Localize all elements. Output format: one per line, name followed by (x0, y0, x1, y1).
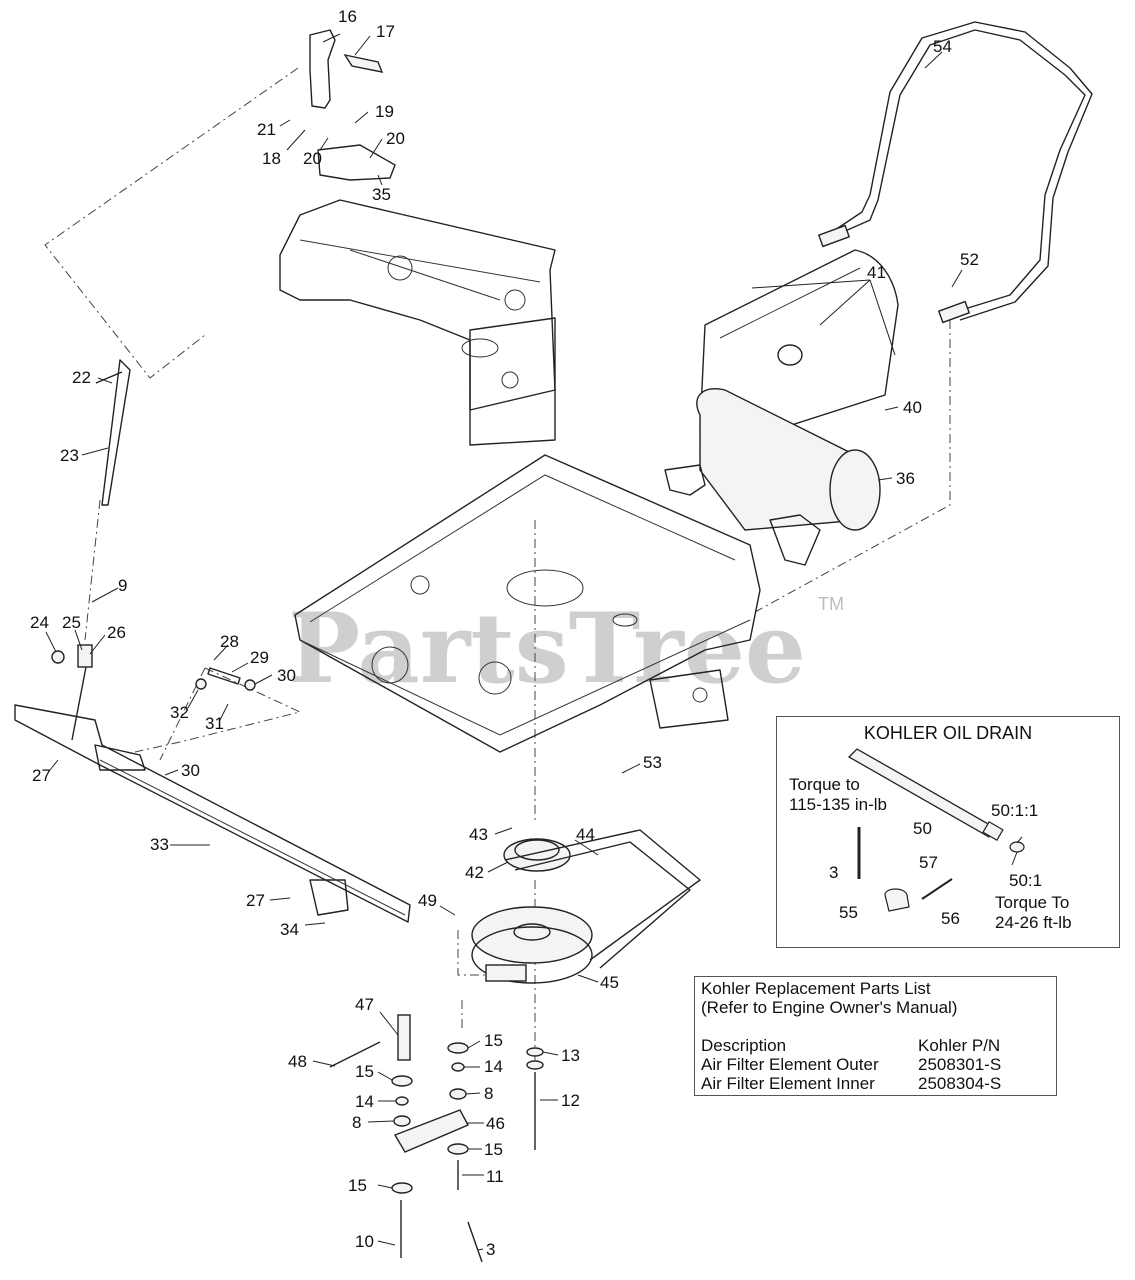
callout-31: 31 (205, 714, 224, 733)
callout-3-inset: 3 (829, 863, 839, 882)
table-row-description: Air Filter Element Inner (701, 1074, 875, 1093)
callout-15: 15 (348, 1176, 367, 1195)
callout-14: 14 (484, 1057, 503, 1076)
callout-34: 34 (280, 920, 299, 939)
watermark-text: PartsTree (288, 592, 806, 705)
callout-35: 35 (372, 185, 391, 204)
torque1-line1: Torque to (789, 775, 860, 794)
callout-33: 33 (150, 835, 169, 854)
callout-22: 22 (72, 368, 91, 387)
torque-note-drain-pipe: Torque to 115-135 in-lb (789, 775, 887, 815)
deck-frame-part (294, 454, 761, 753)
callout-8: 8 (352, 1113, 361, 1132)
callout-23: 23 (60, 446, 79, 465)
watermark-tm: TM (818, 594, 844, 614)
callout-21: 21 (257, 120, 276, 139)
callout-15: 15 (484, 1031, 503, 1050)
callout-13: 13 (561, 1046, 580, 1065)
parts-list-subheading: (Refer to Engine Owner's Manual) (701, 998, 958, 1017)
part-callouts: 16 17 19 21 20 18 20 35 54 41 52 40 36 2… (30, 7, 979, 1259)
callout-28: 28 (220, 632, 239, 651)
callout-47: 47 (355, 995, 374, 1014)
callout-20: 20 (303, 149, 322, 168)
callout-17: 17 (376, 22, 395, 41)
callout-40: 40 (903, 398, 922, 417)
callout-30: 30 (181, 761, 200, 780)
callout-3: 3 (486, 1240, 495, 1259)
callout-24: 24 (30, 613, 49, 632)
callout-20: 20 (386, 129, 405, 148)
callout-49: 49 (418, 891, 437, 910)
oil-drain-inset: KOHLER OIL DRAIN Torque to 115-135 in-lb… (776, 716, 1120, 948)
callout-36: 36 (896, 469, 915, 488)
kohler-parts-list: Kohler Replacement Parts List (Refer to … (694, 976, 1057, 1096)
column-header-part-number: Kohler P/N (918, 1036, 1001, 1055)
muffler-part (664, 249, 899, 566)
callout-55: 55 (839, 903, 858, 922)
callout-46: 46 (486, 1114, 505, 1133)
callout-50-1-1: 50:1:1 (991, 801, 1039, 820)
torque2-line2: 24-26 ft-lb (995, 913, 1072, 932)
table-row-description: Air Filter Element Outer (701, 1055, 879, 1074)
callout-44: 44 (576, 825, 595, 844)
callout-52: 52 (960, 250, 979, 269)
callout-43: 43 (469, 825, 488, 844)
callout-54: 54 (933, 37, 952, 56)
callout-16: 16 (338, 7, 357, 26)
callout-53: 53 (643, 753, 662, 772)
callout-12: 12 (561, 1091, 580, 1110)
control-rod-part (95, 359, 131, 506)
callout-57: 57 (919, 853, 938, 872)
shaft-part (14, 704, 411, 923)
callout-48: 48 (288, 1052, 307, 1071)
torque-note-drain-plug: Torque To 24-26 ft-lb (995, 893, 1072, 933)
torque2-line1: Torque To (995, 893, 1070, 912)
callout-15: 15 (484, 1140, 503, 1159)
torque1-line2: 115-135 in-lb (789, 795, 887, 814)
callout-10: 10 (355, 1232, 374, 1251)
callout-15: 15 (355, 1062, 374, 1081)
callout-45: 45 (600, 973, 619, 992)
callout-27: 27 (246, 891, 265, 910)
callout-30: 30 (277, 666, 296, 685)
callout-14: 14 (355, 1092, 374, 1111)
callout-41: 41 (867, 263, 886, 282)
callout-26: 26 (107, 623, 126, 642)
callout-50-1: 50:1 (1009, 871, 1043, 890)
upper-frame-part (279, 29, 556, 446)
parts-list-heading: Kohler Replacement Parts List (701, 979, 931, 998)
callout-27: 27 (32, 766, 51, 785)
idler-arm-part (329, 1014, 544, 1263)
callout-29: 29 (250, 648, 269, 667)
callout-50: 50 (913, 819, 932, 838)
callout-11: 11 (486, 1167, 504, 1186)
oil-drain-title: KOHLER OIL DRAIN (863, 723, 1033, 743)
callout-19: 19 (375, 102, 394, 121)
handle-bar-part (817, 21, 1093, 324)
oil-drain-drawing (847, 748, 1025, 912)
assembly-lines (44, 67, 951, 1060)
callout-42: 42 (465, 863, 484, 882)
callout-32: 32 (170, 703, 189, 722)
callout-56: 56 (941, 909, 960, 928)
linkage-part (51, 644, 256, 741)
column-header-description: Description (701, 1036, 787, 1055)
callout-9: 9 (118, 576, 127, 595)
table-row-part-number: 2508301-S (918, 1055, 1002, 1074)
pulley-part (471, 829, 701, 984)
callout-25: 25 (62, 613, 81, 632)
table-row-part-number: 2508304-S (918, 1074, 1002, 1093)
callout-18: 18 (262, 149, 281, 168)
callout-8: 8 (484, 1084, 493, 1103)
leader-lines (45, 33, 963, 1251)
